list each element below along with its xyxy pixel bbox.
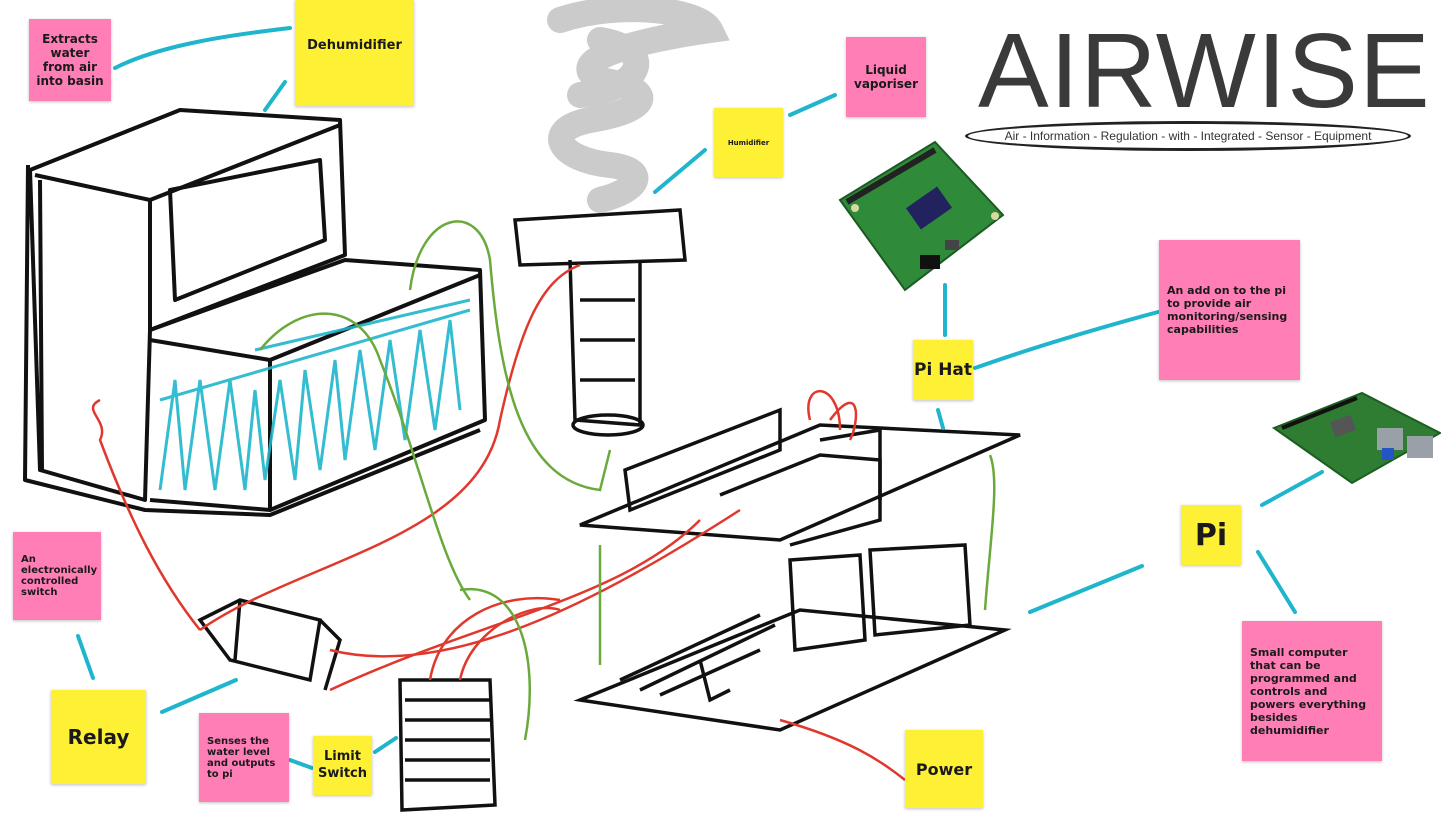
pi-hat-board-image (838, 140, 1005, 292)
pi-hat-sketch (579, 407, 1021, 547)
note-addon-description[interactable]: An add on to the pi to provide air monit… (1159, 240, 1300, 380)
green-wires (259, 220, 996, 741)
note-small-computer[interactable]: Small computer that can be programmed an… (1242, 621, 1382, 761)
pi-board-sketch (573, 543, 1012, 732)
note-power[interactable]: Power (905, 730, 983, 808)
subtitle-acronym: Air - Information - Regulation - with - … (965, 121, 1411, 151)
vapour-smoke-sketch (547, 0, 730, 213)
raspberry-pi-board-image (1272, 391, 1441, 485)
note-liquid-vaporiser[interactable]: Liquid vaporiser (846, 37, 926, 117)
note-extracts-water[interactable]: Extracts water from air into basin (29, 19, 111, 101)
note-dehumidifier[interactable]: Dehumidifier (295, 0, 414, 106)
dehumidifier-sketch (23, 108, 487, 517)
note-electronic-switch[interactable]: An electronically controlled switch (13, 532, 101, 620)
note-pi[interactable]: Pi (1181, 505, 1241, 565)
note-limit-switch[interactable]: Limit Switch (313, 736, 372, 795)
water-basin-scribble (158, 298, 471, 491)
note-pi-hat[interactable]: Pi Hat (913, 340, 973, 400)
red-wires (91, 263, 906, 781)
note-senses-water[interactable]: Senses the water level and outputs to pi (199, 713, 289, 802)
page-title: AIRWISE (978, 12, 1431, 130)
limit-switch-sketch (398, 678, 497, 812)
connector-lines (76, 26, 1324, 770)
note-humidifier[interactable]: Humidifier (714, 108, 783, 177)
note-relay[interactable]: Relay (51, 690, 146, 784)
humidifier-sketch (513, 208, 687, 437)
relay-sketch (197, 598, 342, 691)
